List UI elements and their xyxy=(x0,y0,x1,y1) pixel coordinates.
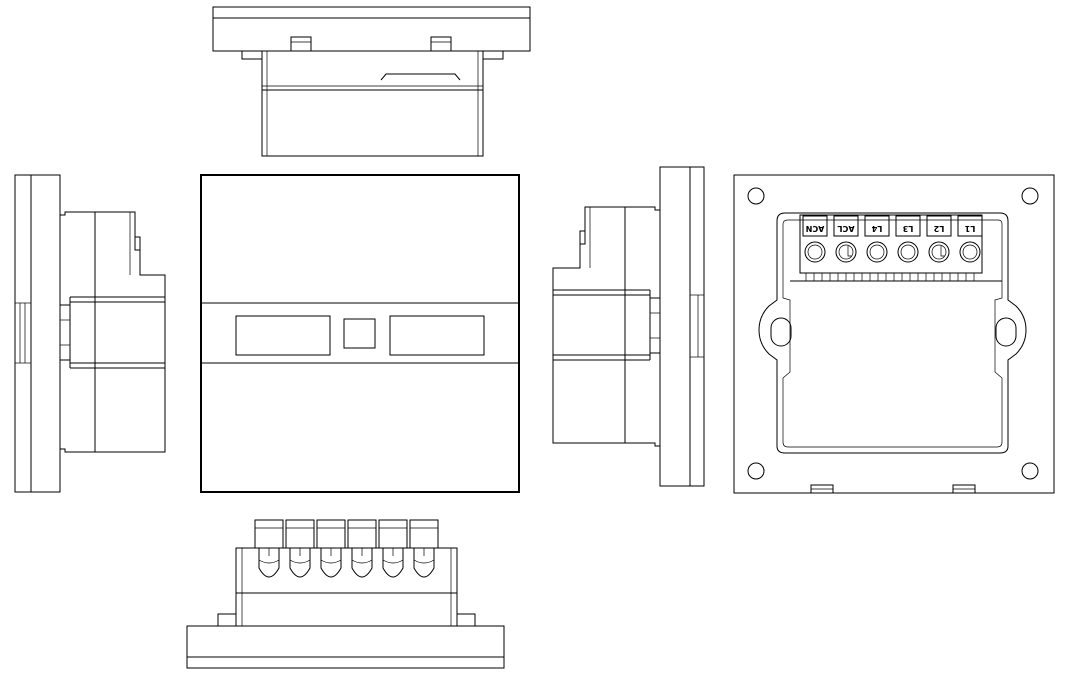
terminal-label: L1 xyxy=(964,224,975,233)
mounting-slot-icon xyxy=(771,318,791,346)
terminal-screw-icon xyxy=(805,242,825,262)
terminal-label: L4 xyxy=(871,224,882,233)
bottom-terminal xyxy=(317,520,345,577)
terminal-label: ACN xyxy=(806,224,825,233)
front-indicator xyxy=(344,319,375,348)
terminal-acn: ACN xyxy=(803,216,827,262)
screw-hole-icon xyxy=(1022,188,1038,204)
terminal-label: L3 xyxy=(903,224,914,233)
terminal-screw-icon xyxy=(867,242,887,262)
bottom-view xyxy=(187,520,504,668)
front-left-window xyxy=(236,316,330,355)
terminal-l1: L1 xyxy=(958,216,982,262)
right-side-view xyxy=(553,167,704,486)
terminal-l2: L2 xyxy=(927,216,951,262)
bottom-terminal xyxy=(286,520,314,577)
bottom-terminal xyxy=(348,520,376,577)
back-view: ACN ACL L4 L3 L2 L1 xyxy=(734,175,1054,493)
bottom-terminal xyxy=(255,520,283,577)
mounting-slot-icon xyxy=(996,318,1016,346)
terminal-screw-icon xyxy=(960,242,980,262)
terminal-screw-icon xyxy=(836,242,856,262)
screw-hole-icon xyxy=(1022,463,1038,479)
screw-hole-icon xyxy=(748,188,764,204)
left-side-view xyxy=(15,175,165,492)
terminal-l3: L3 xyxy=(896,216,920,262)
front-view xyxy=(201,175,519,492)
front-right-window xyxy=(390,316,484,355)
terminal-label: L2 xyxy=(934,224,945,233)
bottom-terminal xyxy=(379,520,407,577)
terminal-screw-icon xyxy=(929,242,949,262)
terminal-acl: ACL xyxy=(834,216,858,262)
bottom-terminal xyxy=(410,520,438,577)
terminal-label: ACL xyxy=(837,224,854,233)
top-view xyxy=(213,7,530,156)
terminal-screw-icon xyxy=(898,242,918,262)
screw-hole-icon xyxy=(748,463,764,479)
terminal-l4: L4 xyxy=(865,216,889,262)
